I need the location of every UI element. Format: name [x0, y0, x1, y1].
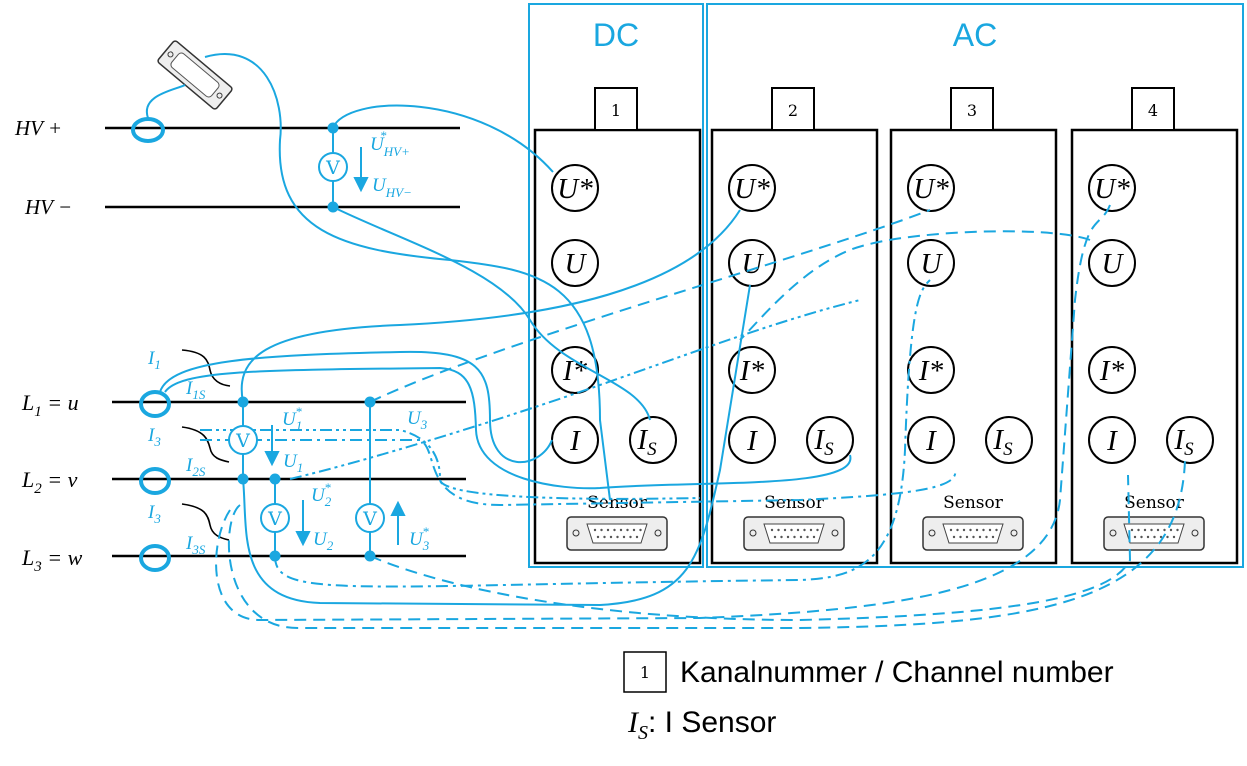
terminal-u-star-label: U* — [734, 173, 770, 205]
l3-label: L3 = w — [21, 545, 83, 575]
terminal-i-label: I — [925, 425, 937, 457]
l1-current-clamp-icon — [139, 390, 171, 418]
channel-number-box — [771, 87, 815, 131]
u3-star-label: U3* — [409, 524, 430, 553]
svg-text:V: V — [267, 508, 282, 530]
terminal-i-sensor[interactable] — [1166, 416, 1214, 464]
terminal-i-star[interactable] — [728, 346, 776, 394]
svg-text:V: V — [235, 430, 250, 452]
terminal-u-star[interactable] — [1088, 164, 1136, 212]
u3-label: U3 — [407, 408, 428, 432]
terminal-i-sensor[interactable] — [806, 416, 854, 464]
u1-label: U1 — [283, 451, 303, 475]
svg-text:V: V — [325, 157, 340, 179]
legend-channel-box-label: 1 — [640, 663, 650, 682]
terminal-i-sensor[interactable] — [985, 416, 1033, 464]
sensor-label: Sensor — [1124, 493, 1185, 513]
u2-star-label: U2* — [311, 480, 332, 509]
i2s-label: I2S — [185, 455, 206, 479]
terminal-i-sensor-label: IS — [813, 424, 834, 460]
i3-label-upper: I3 — [147, 425, 161, 449]
module-3: 3U* U I* I IS Sensor — [889, 87, 1058, 565]
i3s-label: I3S — [185, 533, 206, 557]
terminal-i-sensor-label: IS — [636, 424, 657, 460]
u-hv-plus-label: UHV+* — [370, 128, 410, 159]
sensor-label: Sensor — [943, 493, 1004, 513]
u1-star-label: U1* — [282, 404, 302, 433]
terminal-u[interactable] — [1088, 239, 1136, 287]
terminal-u-star[interactable] — [907, 164, 955, 212]
terminal-i-star-label: I* — [918, 355, 944, 387]
voltmeter-u1-icon: V — [228, 425, 258, 455]
svg-text:V: V — [362, 508, 377, 530]
l2-label: L2 = v — [21, 467, 78, 497]
terminal-i[interactable] — [728, 416, 776, 464]
u-hv-minus-label: UHV− — [372, 175, 412, 200]
terminal-i[interactable] — [1088, 416, 1136, 464]
sensor-label: Sensor — [764, 493, 825, 513]
terminal-i-label: I — [569, 425, 581, 457]
module-4: 4U* U I* I IS Sensor — [1070, 87, 1239, 565]
l1-label: L1 = u — [21, 390, 79, 420]
terminal-u-label: U — [565, 248, 588, 280]
terminal-u-star-label: U* — [1094, 173, 1130, 205]
sensor-dsub-connector-icon[interactable] — [1103, 516, 1205, 551]
terminal-i-sensor[interactable] — [629, 416, 677, 464]
terminal-i[interactable] — [907, 416, 955, 464]
voltmeter-u2-icon: V — [260, 503, 290, 533]
terminal-u-label: U — [921, 248, 944, 280]
dc-label: DC — [593, 17, 639, 53]
sensor-dsub-connector-icon[interactable] — [566, 516, 668, 551]
sensor-dsub-connector-icon[interactable] — [922, 516, 1024, 551]
terminal-i-star[interactable] — [1088, 346, 1136, 394]
legend-channel-box — [623, 651, 667, 693]
channel-number-box — [1131, 87, 1175, 131]
channel-number: 1 — [611, 101, 621, 120]
terminal-i-star-label: I* — [739, 355, 765, 387]
channel-number: 2 — [788, 101, 798, 120]
l3-current-clamp-icon — [139, 544, 171, 572]
i3-label-lower: I3 — [147, 502, 161, 526]
hv-minus-label: HV − — [24, 195, 72, 219]
terminal-i-label: I — [1106, 425, 1118, 457]
terminal-u[interactable] — [551, 239, 599, 287]
terminal-i-sensor-label: IS — [992, 424, 1013, 460]
terminal-u[interactable] — [907, 239, 955, 287]
terminal-u-label: U — [1102, 248, 1125, 280]
terminal-u-star[interactable] — [728, 164, 776, 212]
i1s-label: I1S — [185, 378, 206, 402]
i1-label: I1 — [147, 348, 161, 372]
module-2: 2U* U I* I IS Sensor — [710, 87, 879, 565]
voltmeter-hv-icon: V — [318, 152, 348, 182]
terminal-i-star-label: I* — [1099, 355, 1125, 387]
sensor-dsub-connector-icon[interactable] — [743, 516, 845, 551]
u2-label: U2 — [313, 529, 334, 553]
channel-number: 3 — [967, 101, 977, 120]
hv-current-clamp-icon — [131, 117, 165, 143]
legend-sensor: IS: I Sensor — [627, 706, 776, 744]
terminal-u-star-label: U* — [557, 173, 593, 205]
dsub-connector-icon — [157, 40, 233, 110]
terminal-u-star-label: U* — [913, 173, 949, 205]
voltage-arrows — [264, 147, 406, 547]
ac-label: AC — [953, 17, 997, 53]
l2-current-clamp-icon — [139, 467, 171, 495]
terminal-i-star[interactable] — [551, 346, 599, 394]
terminal-u-label: U — [742, 248, 765, 280]
channel-number: 4 — [1148, 101, 1158, 120]
channel-number-box — [594, 87, 638, 131]
channel-number-box — [950, 87, 994, 131]
hv-plus-label: HV + — [14, 116, 62, 140]
voltmeter-u3-icon: V — [355, 503, 385, 533]
ac-group-frame — [706, 3, 1244, 568]
terminal-i-label: I — [746, 425, 758, 457]
legend-channel-text: Kanalnummer / Channel number — [680, 656, 1114, 689]
terminal-i-sensor-label: IS — [1173, 424, 1194, 460]
terminal-u-star[interactable] — [551, 164, 599, 212]
